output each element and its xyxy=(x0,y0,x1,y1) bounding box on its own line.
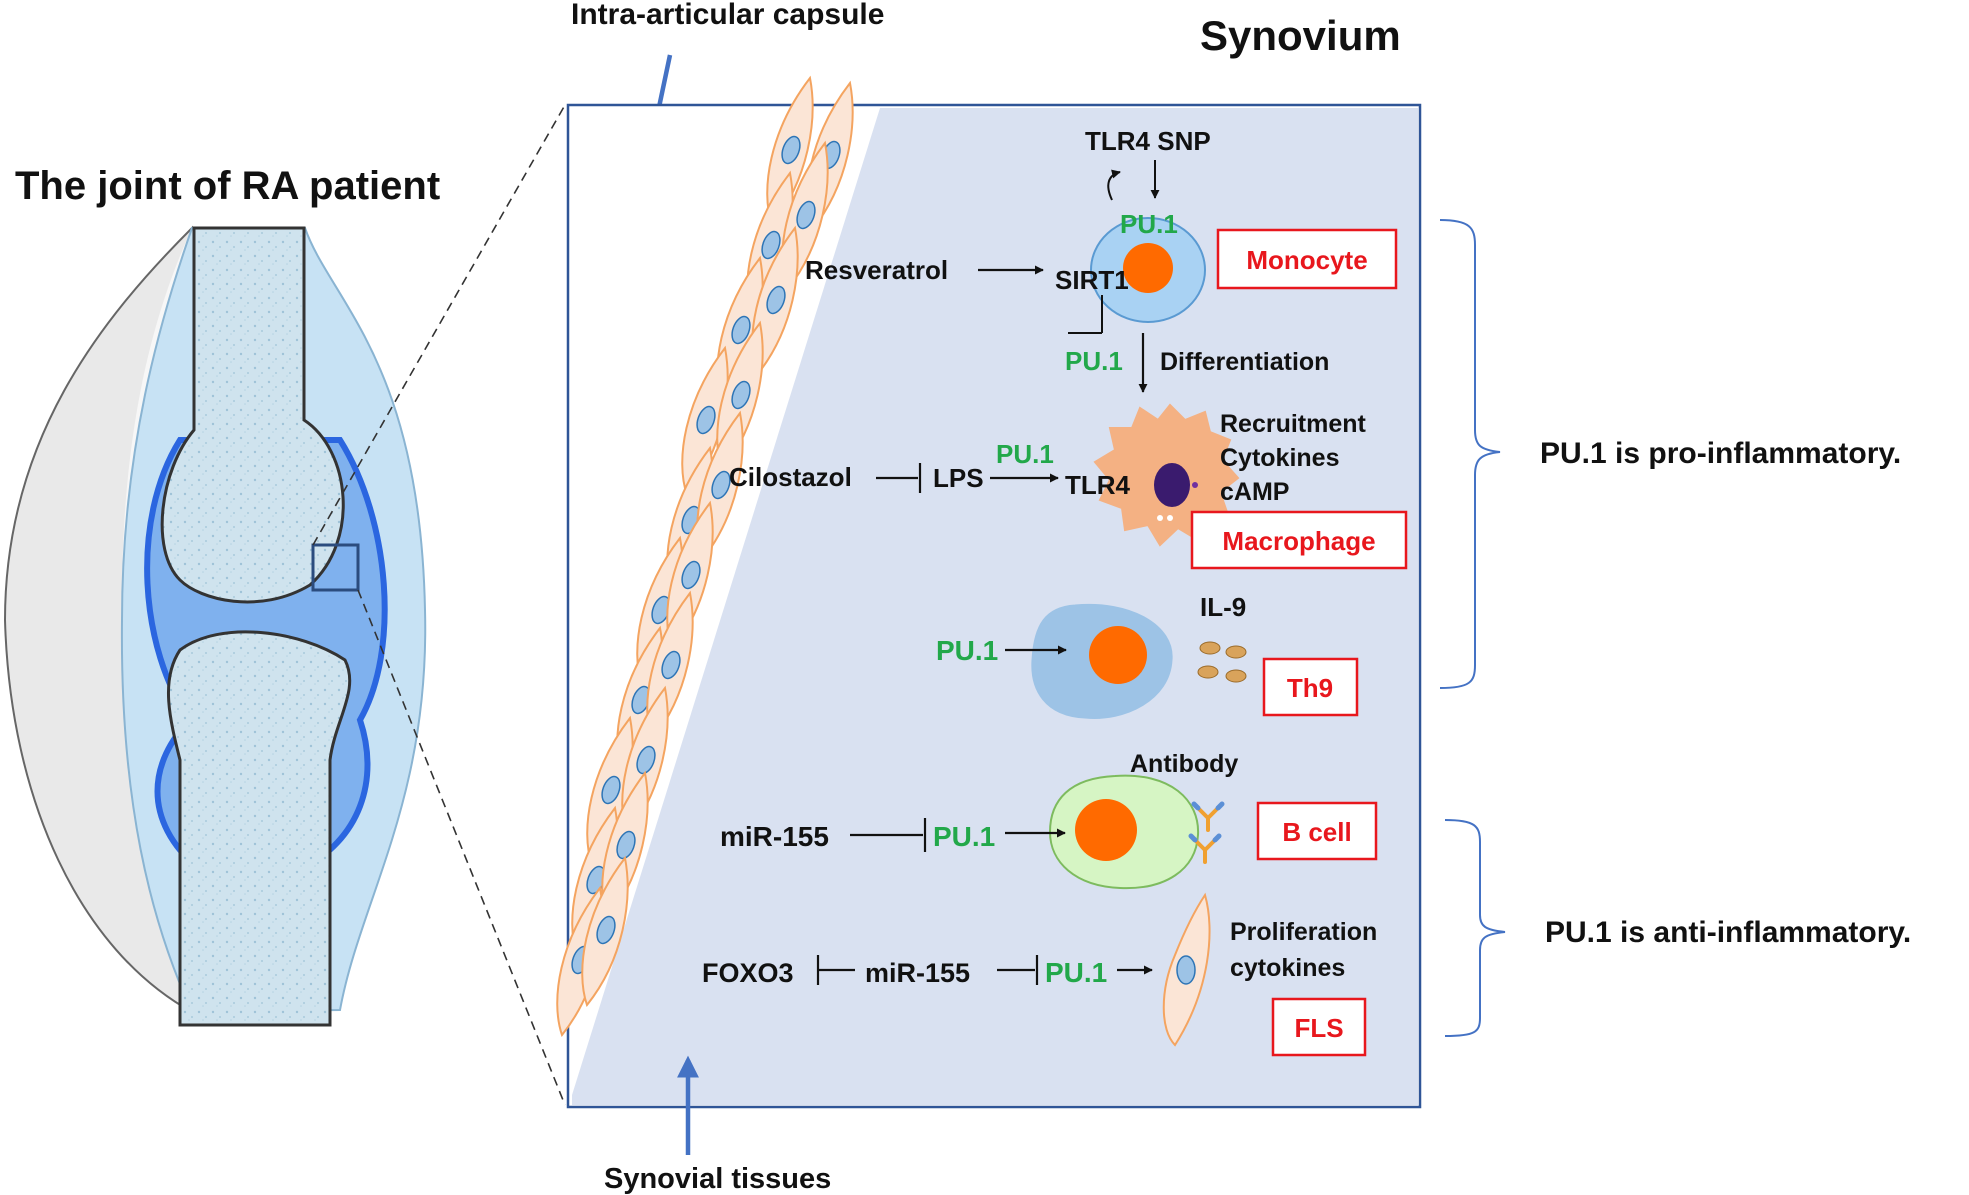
bcell-label: B cell xyxy=(1282,817,1351,847)
synovium-title: Synovium xyxy=(1200,12,1401,59)
synoviocyte-nucleus xyxy=(661,650,681,680)
proliferation-label: Proliferation xyxy=(1230,918,1377,946)
th9-pu1: PU.1 xyxy=(936,635,998,666)
macrophage-box xyxy=(1190,510,1408,570)
synovial-tissues-label: Synovial tissues xyxy=(604,1163,831,1195)
synoviocyte-nucleus xyxy=(696,405,716,435)
synoviocyte-nucleus xyxy=(601,775,621,805)
bcell-box xyxy=(1256,801,1378,861)
th9-nucleus xyxy=(1089,626,1147,684)
il9-particles xyxy=(1197,641,1247,683)
anti-inflammatory-brace: PU.1 is anti-inflammatory. xyxy=(1444,819,1911,1037)
monocyte-pu1: PU.1 xyxy=(1120,209,1178,239)
monocyte-box xyxy=(1216,228,1398,290)
antibody-icons xyxy=(1188,801,1225,864)
fls-label: FLS xyxy=(1294,1013,1343,1043)
fls-lining xyxy=(556,75,854,1038)
macrophage-label: Macrophage xyxy=(1222,526,1375,556)
synoviocyte-nucleus xyxy=(761,230,781,260)
fls-cytokines-label: cytokines xyxy=(1230,954,1345,982)
tlr4-snp-label: TLR4 SNP xyxy=(1085,126,1211,156)
bcell-nucleus xyxy=(1075,799,1137,861)
monocyte-label: Monocyte xyxy=(1246,245,1367,275)
cilostazol-label: Cilostazol xyxy=(729,462,852,492)
fls-mir155-label: miR-155 xyxy=(865,958,970,988)
camp-label: cAMP xyxy=(1220,478,1289,506)
fls-pu1: PU.1 xyxy=(1045,957,1107,988)
synovium-panel: Intra-articular capsule Synovium TLR4 SN… xyxy=(556,0,1422,1195)
antibody-label: Antibody xyxy=(1130,750,1238,778)
sirt1-label: SIRT1 xyxy=(1055,265,1129,295)
resveratrol-label: Resveratrol xyxy=(805,255,948,285)
macrophage-nucleus xyxy=(1154,463,1190,507)
synoviocyte-nucleus xyxy=(596,915,616,945)
panel-frame xyxy=(566,103,1422,1109)
zoom-box xyxy=(311,543,360,592)
synoviocyte-nucleus xyxy=(781,135,801,165)
synoviocyte-nucleus xyxy=(636,745,656,775)
capsule-label: Intra-articular capsule xyxy=(571,0,884,31)
synoviocyte-nucleus xyxy=(681,560,701,590)
synoviocyte-nucleus xyxy=(616,830,636,860)
anti-inflammatory-label: PU.1 is anti-inflammatory. xyxy=(1545,916,1911,949)
joint-illustration: The joint of RA patient xyxy=(3,104,566,1106)
pro-inflammatory-brace: PU.1 is pro-inflammatory. xyxy=(1439,219,1901,689)
upper-bone xyxy=(160,226,345,604)
lps-label: LPS xyxy=(933,463,984,493)
synoviocyte-nucleus xyxy=(731,315,751,345)
il9-label: IL-9 xyxy=(1200,592,1246,622)
recruitment-label: Recruitment xyxy=(1220,410,1367,438)
macrophage-pu1: PU.1 xyxy=(996,439,1054,469)
foxo3-label: FOXO3 xyxy=(702,958,794,988)
pu1-inhibited-label: PU.1 xyxy=(1065,346,1123,376)
tlr4-label: TLR4 xyxy=(1065,470,1131,500)
lower-bone xyxy=(167,630,352,1027)
monocyte-nucleus xyxy=(1123,243,1173,293)
pro-inflammatory-label: PU.1 is pro-inflammatory. xyxy=(1540,437,1901,470)
synoviocyte-nucleus xyxy=(766,285,786,315)
bcell-pu1: PU.1 xyxy=(933,821,995,852)
synoviocyte-nucleus xyxy=(796,200,816,230)
differentiation-label: Differentiation xyxy=(1160,348,1329,376)
joint-title: The joint of RA patient xyxy=(15,164,440,208)
synoviocyte-nucleus xyxy=(731,380,751,410)
bcell-mir155-label: miR-155 xyxy=(720,821,829,852)
cytokines-label: Cytokines xyxy=(1220,444,1339,472)
th9-box xyxy=(1262,657,1359,717)
th9-label: Th9 xyxy=(1287,673,1333,703)
fls-box xyxy=(1271,997,1367,1057)
synoviocyte-nucleus xyxy=(711,470,731,500)
